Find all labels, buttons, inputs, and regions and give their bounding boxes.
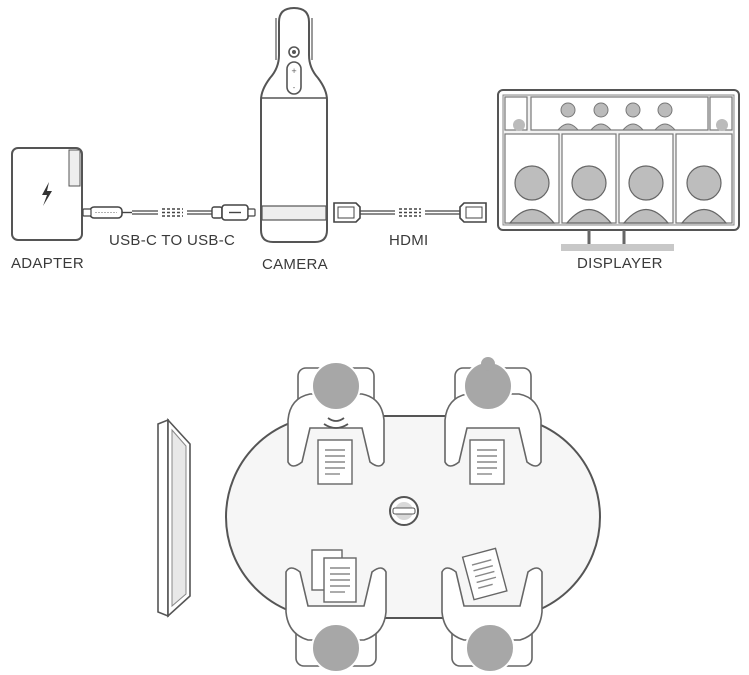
wall-display	[157, 417, 191, 618]
hdmi-cable-label: HDMI	[389, 232, 429, 249]
lightning-bolt-icon	[42, 182, 52, 206]
camera-device: + -	[260, 6, 328, 243]
hdmi-cable	[333, 202, 487, 223]
participant-top-right	[444, 357, 542, 485]
adapter-label: ADAPTER	[11, 255, 84, 272]
video-participants	[508, 165, 728, 224]
svg-text:-: -	[293, 84, 296, 92]
participant-top-left	[287, 361, 385, 485]
thumbnail-people	[556, 102, 677, 131]
table-camera	[389, 496, 419, 526]
usb-c-cable	[82, 204, 256, 221]
display-label: DISPLAYER	[577, 255, 663, 272]
display-monitor	[497, 89, 740, 251]
participant-bottom-right	[441, 547, 543, 673]
adapter-device	[11, 147, 83, 241]
usb-c-cable-label: USB-C TO USB-C	[109, 232, 236, 249]
camera-label: CAMERA	[262, 256, 328, 273]
participant-bottom-left	[285, 549, 387, 673]
svg-text:+: +	[291, 67, 297, 75]
sound-wave-icon	[323, 417, 349, 429]
